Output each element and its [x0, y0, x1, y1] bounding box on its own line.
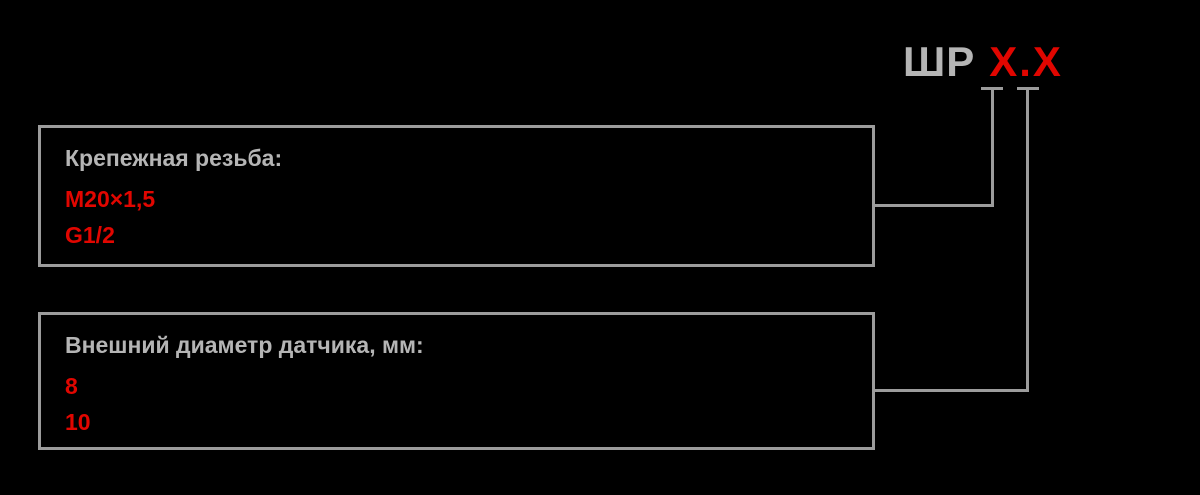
- order-code-x1: Х: [989, 38, 1019, 85]
- order-code-dot: .: [1019, 38, 1032, 85]
- mounting-thread-title: Крепежная резьба:: [65, 145, 283, 171]
- mounting-thread-option-1: М20×1,5: [65, 186, 156, 212]
- sensor-diameter-title: Внешний диаметр датчика, мм:: [65, 332, 424, 358]
- mounting-thread-option-2: G1/2: [65, 222, 115, 248]
- connector-2-horizontal-line: [872, 389, 1029, 392]
- connector-1-vertical-line: [991, 87, 994, 207]
- sensor-diameter-option-2: 10: [65, 409, 91, 435]
- sensor-diameter-option-1: 8: [65, 373, 78, 399]
- order-code: ШР Х.Х: [903, 38, 1062, 86]
- connector-2-vertical-line: [1026, 87, 1029, 392]
- order-code-x2: Х: [1032, 38, 1062, 85]
- connector-1-horizontal-line: [872, 204, 994, 207]
- mounting-thread-box: Крепежная резьба: М20×1,5 G1/2: [38, 125, 875, 267]
- sensor-diameter-box: Внешний диаметр датчика, мм: 8 10: [38, 312, 875, 450]
- order-code-prefix: ШР: [903, 38, 976, 85]
